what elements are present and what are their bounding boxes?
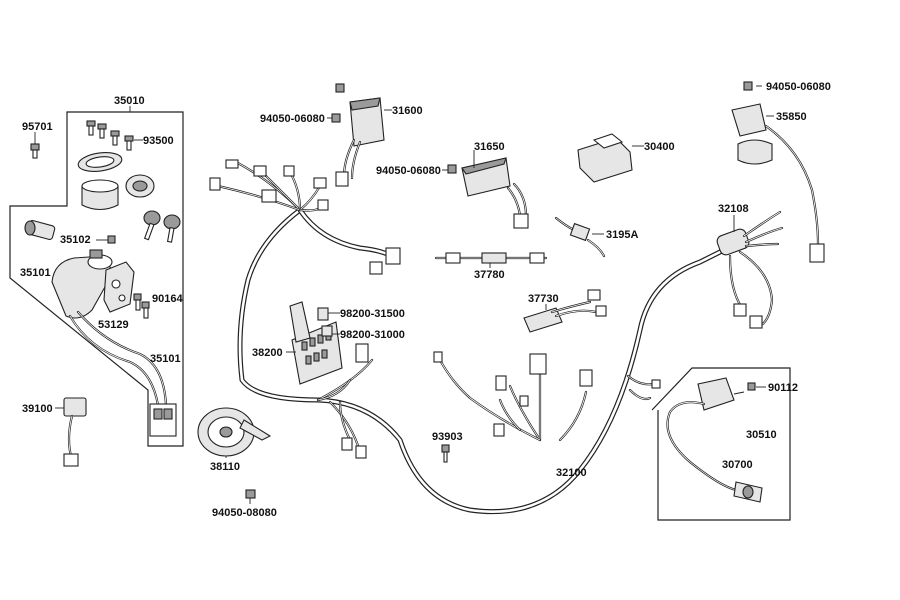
ignition-switch-group-frame (9, 111, 184, 447)
sensor-37730-part (523, 289, 607, 333)
main-harness-32100-part (216, 160, 723, 515)
module-30400-part (577, 133, 644, 183)
ignition-switch-35101-part (51, 249, 113, 319)
ignition-coil-group-frame (651, 367, 791, 521)
bolt-93903-part (441, 444, 450, 463)
label-94050-08080: 94050-08080 (212, 507, 277, 519)
spark-plug-cap-30700-part (733, 481, 763, 503)
screw-95701-part (30, 132, 40, 159)
harness-connectors-part (209, 159, 661, 459)
nut-94050-08080-part (245, 489, 256, 504)
label-30510: 30510 (746, 429, 777, 441)
label-32108: 32108 (718, 203, 749, 215)
label-90164: 90164 (152, 293, 183, 305)
starter-relay-35850-part (731, 81, 825, 263)
label-35102: 35102 (60, 234, 91, 246)
label-95701: 95701 (22, 121, 53, 133)
label-53129: 53129 (98, 319, 129, 331)
bolt-94050-06080-b-part (442, 164, 457, 174)
label-98200-31500: 98200-31500 (340, 308, 405, 320)
label-31650: 31650 (474, 141, 505, 153)
label-38110: 38110 (210, 461, 240, 473)
fuse-98200-31500-part (317, 307, 340, 321)
ignition-coil-30510-part (666, 377, 745, 492)
label-35850: 35850 (776, 111, 807, 123)
fuse-box-38200-part (286, 301, 343, 385)
label-94050-06080-c: 94050-06080 (766, 81, 831, 93)
label-93903: 93903 (432, 431, 463, 443)
lock-cylinder-35102-part (24, 219, 116, 244)
label-35010: 35010 (114, 95, 145, 107)
screws-93500-part (86, 120, 143, 151)
label-35101-a: 35101 (20, 267, 51, 279)
bracket-53129-part (103, 261, 135, 313)
horn-38110-part (197, 407, 272, 457)
label-37730: 37730 (528, 293, 559, 305)
ignition-bezel-part (77, 152, 123, 211)
bolt-90112-part (747, 382, 766, 391)
label-30700: 30700 (722, 459, 753, 471)
fuse-holder-3195A-part (554, 216, 606, 258)
label-93500: 93500 (143, 135, 174, 147)
label-35101-b: 35101 (150, 353, 181, 365)
label-37780: 37780 (474, 269, 505, 281)
key-cap-part (125, 174, 155, 198)
label-90112: 90112 (768, 382, 798, 394)
bolt-94050-06080-a-part (327, 113, 341, 123)
label-98200-31000: 98200-31000 (340, 329, 405, 341)
screw-90164-part (133, 293, 150, 319)
keys-part (143, 210, 181, 243)
switch-connector-part (149, 403, 177, 437)
fuse-98200-31000-part (321, 325, 340, 337)
regulator-31650-part (461, 150, 529, 229)
label-38200: 38200 (252, 347, 283, 359)
label-94050-06080-b: 94050-06080 (376, 165, 441, 177)
sub-harness-32108-part (716, 210, 784, 329)
label-39100: 39100 (22, 403, 53, 415)
regulator-31600-part (335, 83, 392, 187)
label-32100: 32100 (556, 467, 587, 479)
label-94050-06080-a: 94050-06080 (260, 113, 325, 125)
label-31600: 31600 (392, 105, 423, 117)
relay-39100-part (55, 397, 87, 467)
label-30400: 30400 (644, 141, 675, 153)
label-3195A: 3195A (606, 229, 638, 241)
cable-37780-part (434, 252, 548, 268)
